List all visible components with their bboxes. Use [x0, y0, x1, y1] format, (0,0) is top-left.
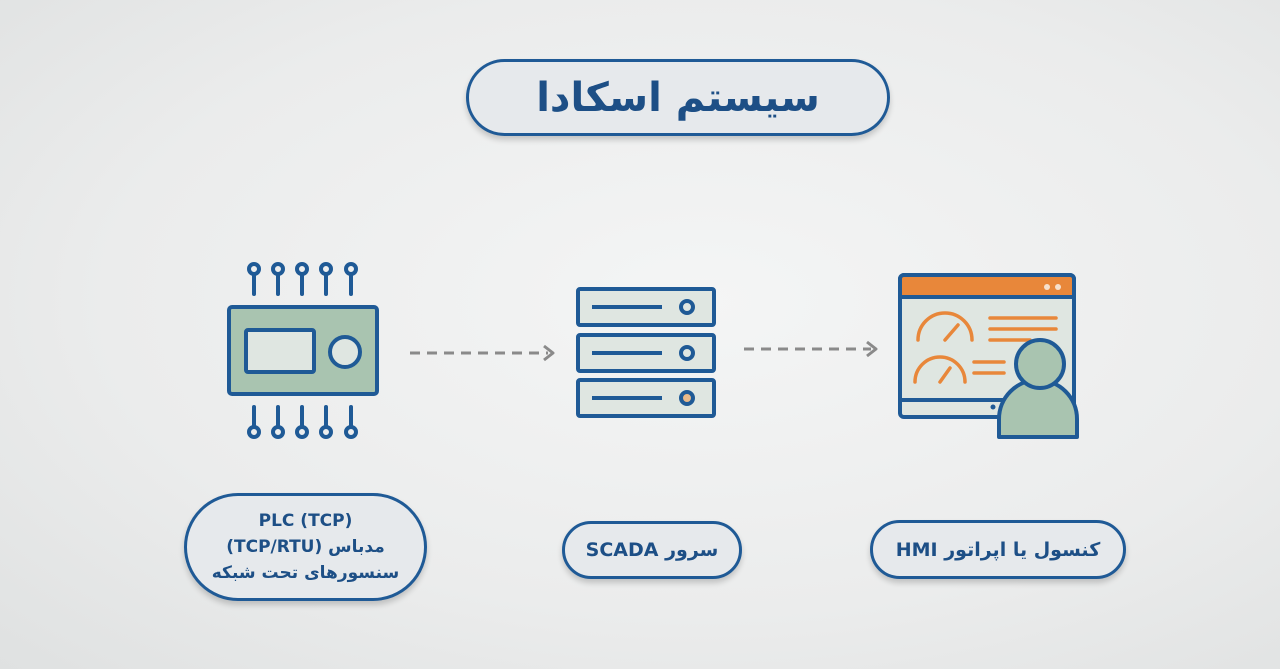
arrow-plc-to-scada [410, 344, 555, 362]
label-hmi-console: کنسول یا اپراتور HMI [870, 520, 1126, 579]
label-plc-sources: PLC (TCP) مدباس (TCP/RTU) سنسورهای تحت ش… [184, 493, 427, 601]
arrow-scada-to-hmi [744, 340, 878, 358]
hmi-monitor-operator-icon [898, 273, 1079, 439]
plc-device-icon [227, 262, 379, 439]
diagram-title: سیستم اسکادا [466, 59, 890, 136]
label-scada-server: سرور SCADA [562, 521, 742, 579]
server-rack-icon [576, 287, 716, 418]
